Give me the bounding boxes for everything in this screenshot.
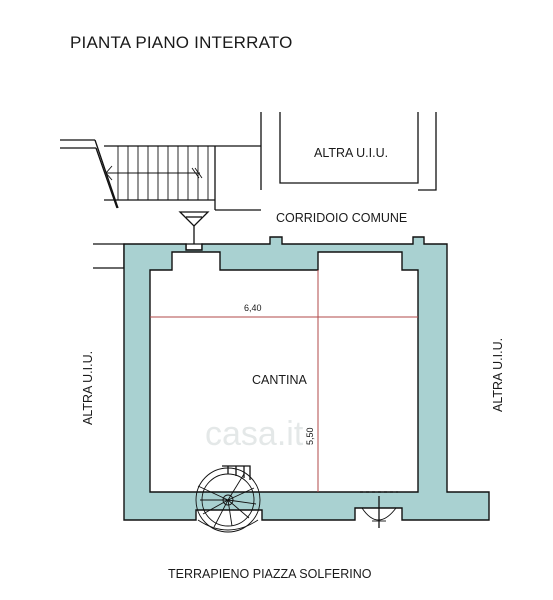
plan-title: PIANTA PIANO INTERRATO (70, 33, 293, 52)
dimension-lines (150, 270, 418, 492)
altra-uiu-left-label: ALTRA U.I.U. (81, 351, 95, 425)
left-wall-stub (93, 243, 125, 269)
cantina-walls (123, 236, 490, 521)
terrapieno-label: TERRAPIENO PIAZZA SOLFERINO (168, 567, 372, 581)
altra-uiu-top-walls (260, 112, 437, 191)
dimension-width: 6,40 (244, 303, 262, 313)
spiral-staircase-icon (195, 465, 261, 533)
altra-uiu-top-label: ALTRA U.I.U. (314, 146, 388, 160)
room-label: CANTINA (252, 373, 308, 387)
watermark: casa.it (205, 415, 304, 453)
altra-uiu-right-label: ALTRA U.I.U. (491, 338, 505, 412)
staircase-top (60, 139, 261, 211)
door-swing-icon (361, 496, 397, 528)
corridoio-comune-label: CORRIDOIO COMUNE (276, 211, 407, 225)
dimension-height: 5,50 (305, 427, 315, 445)
